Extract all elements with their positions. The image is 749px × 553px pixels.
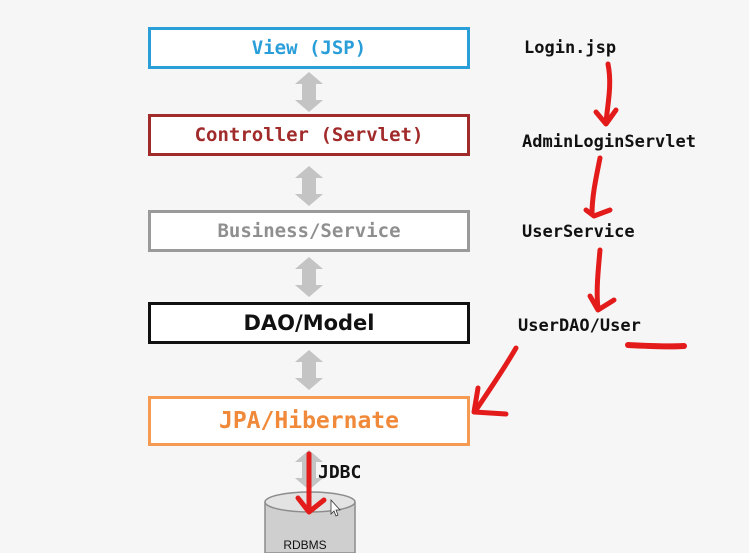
layer-service-label: Business/Service [217, 220, 401, 242]
layer-jpa: JPA/Hibernate [148, 396, 470, 446]
layer-dao: DAO/Model [148, 302, 470, 344]
layer-dao-label: DAO/Model [243, 311, 375, 335]
annotation-user-dao: UserDAO/User [518, 316, 641, 336]
annotation-arrowhead-1 [593, 107, 619, 127]
annotation-arrowhead-5 [295, 495, 327, 515]
annotation-arrow-4 [473, 345, 519, 413]
connector-service-dao [295, 257, 323, 297]
annotation-arrow-1 [603, 61, 613, 125]
database-label: RDBMS [283, 538, 327, 552]
layer-service: Business/Service [148, 210, 470, 252]
annotation-arrow-3 [594, 247, 603, 311]
connector-view-controller [295, 72, 323, 112]
jdbc-label: JDBC [318, 462, 362, 483]
layer-view: View (JSP) [148, 27, 470, 69]
layer-controller: Controller (Servlet) [148, 114, 470, 156]
annotation-login-jsp: Login.jsp [524, 38, 617, 58]
annotation-arrowhead-3 [587, 293, 617, 313]
connector-dao-jpa [295, 350, 323, 390]
annotation-user-service: UserService [522, 222, 635, 242]
annotation-arrow-2 [589, 155, 603, 217]
layer-controller-label: Controller (Servlet) [194, 124, 424, 146]
annotation-admin-login-servlet: AdminLoginServlet [522, 132, 696, 152]
annotation-arrowhead-2 [583, 207, 613, 219]
layer-view-label: View (JSP) [251, 37, 367, 59]
layer-jpa-label: JPA/Hibernate [218, 408, 399, 434]
connector-controller-service [295, 166, 323, 206]
annotation-arrowhead-4 [471, 385, 509, 417]
annotation-underline [625, 342, 687, 350]
mouse-cursor-icon [330, 498, 341, 517]
